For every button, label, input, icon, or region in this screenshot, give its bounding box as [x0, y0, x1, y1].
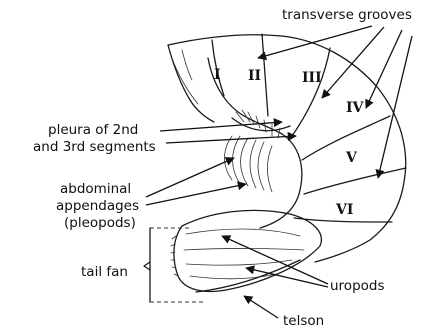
arrow-uropod-1: [222, 236, 328, 284]
segment-label-vi: VI: [335, 202, 353, 218]
segment-label-i: I: [214, 67, 221, 83]
segment-boundaries: [212, 34, 406, 222]
segment-label-v: V: [345, 150, 358, 166]
segment-label-iv: IV: [346, 100, 365, 116]
label-pleura-line2: and 3rd segments: [33, 139, 156, 155]
label-appendages-line3: (pleopods): [64, 215, 136, 231]
leader-arrows: [146, 26, 412, 318]
arrow-pleopod-2: [146, 184, 246, 205]
label-telson: telson: [283, 313, 324, 329]
label-tail-fan: tail fan: [81, 264, 128, 280]
label-transverse-grooves: transverse grooves: [282, 7, 412, 23]
segment-label-ii: II: [248, 68, 261, 84]
arrow-pleura-1: [160, 122, 282, 131]
label-pleura-line1: pleura of 2nd: [48, 122, 138, 138]
pleopods: [225, 136, 273, 192]
arrow-groove-4: [378, 36, 412, 178]
tail-fan-brace: [144, 228, 204, 302]
arrow-telson: [244, 296, 278, 318]
label-appendages-line2: appendages: [56, 198, 139, 214]
label-appendages-line1: abdominal: [60, 181, 131, 197]
arrow-groove-1: [258, 26, 372, 58]
label-uropods: uropods: [330, 278, 385, 294]
arrow-pleopod-1: [146, 158, 234, 197]
abdomen-outline: [168, 35, 406, 262]
segment-label-iii: III: [302, 70, 322, 86]
